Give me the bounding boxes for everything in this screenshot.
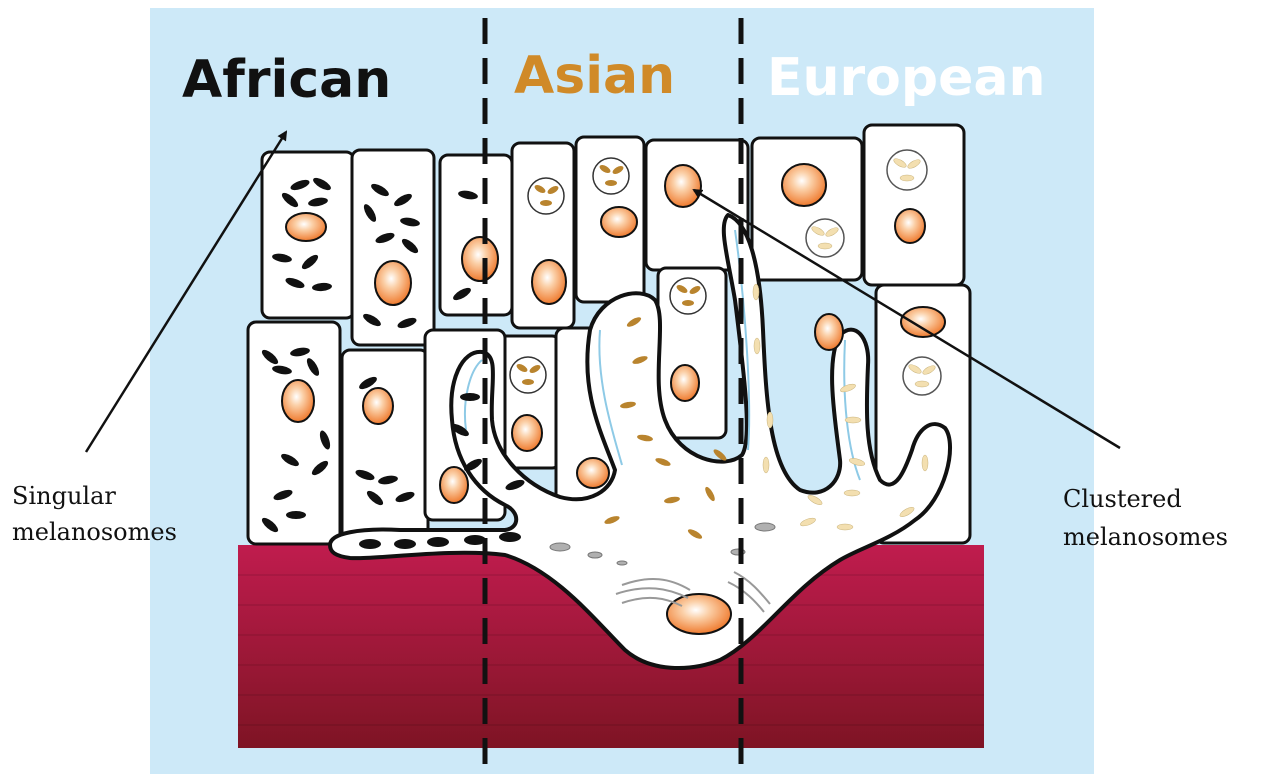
- nucleus: [440, 467, 468, 503]
- cell: [440, 155, 512, 315]
- nucleus: [462, 237, 498, 281]
- callout-singular-line2: melanosomes: [12, 518, 177, 546]
- nucleus: [671, 365, 699, 401]
- nucleus: [667, 594, 731, 634]
- nucleus: [363, 388, 393, 424]
- nucleus: [512, 415, 542, 451]
- nucleus: [782, 164, 826, 206]
- nucleus: [282, 380, 314, 422]
- cell: [342, 350, 428, 542]
- region-label-african: African: [182, 50, 391, 110]
- nucleus: [895, 209, 925, 243]
- callout-clustered-line1: Clustered: [1063, 485, 1182, 513]
- nucleus: [901, 307, 945, 337]
- nucleus: [577, 458, 609, 488]
- cell: [864, 125, 964, 285]
- nucleus: [665, 165, 701, 207]
- region-label-european: European: [767, 48, 1046, 108]
- nucleus: [375, 261, 411, 305]
- nucleus: [601, 207, 637, 237]
- nucleus: [815, 314, 843, 350]
- region-label-asian: Asian: [514, 46, 675, 106]
- callout-singular-line1: Singular: [12, 482, 116, 510]
- callout-clustered-line2: melanosomes: [1063, 523, 1228, 551]
- nucleus: [286, 213, 326, 241]
- nucleus: [532, 260, 566, 304]
